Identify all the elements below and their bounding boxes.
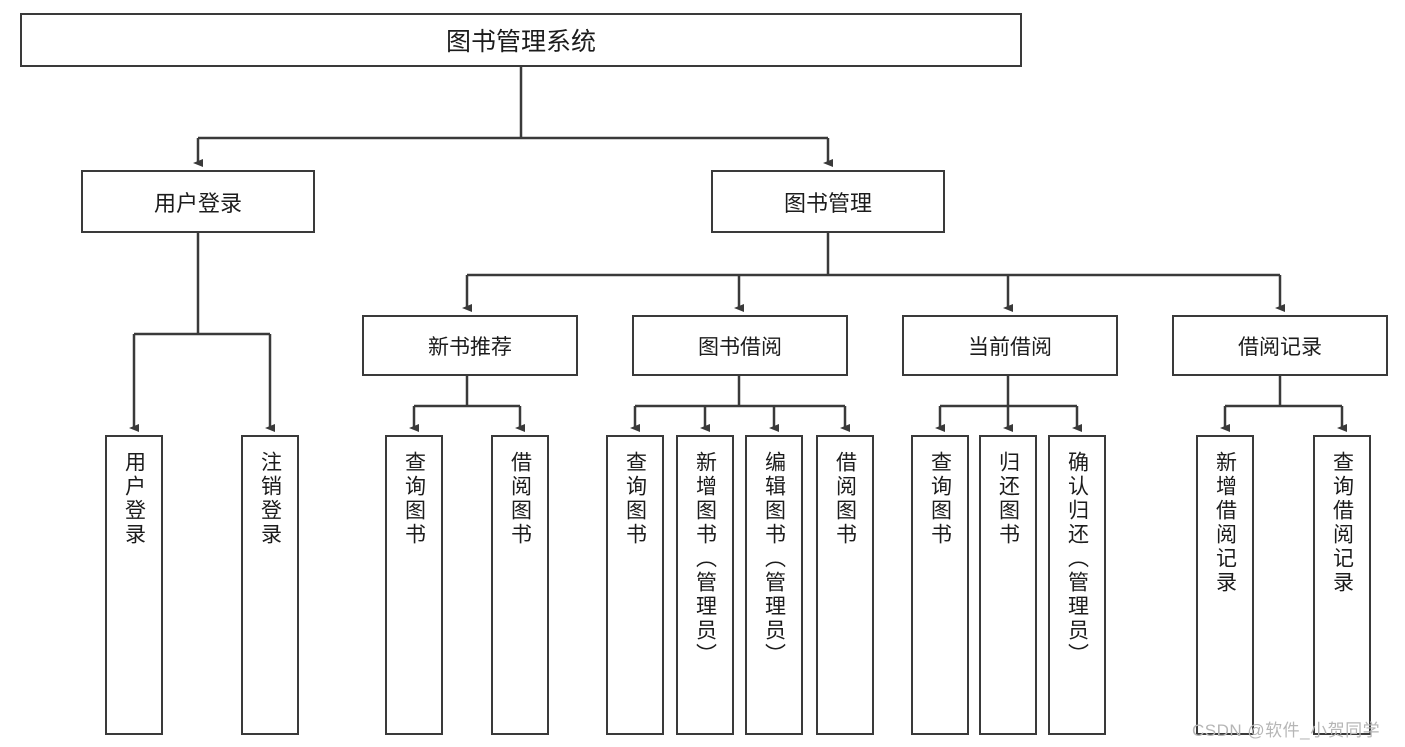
leaf-current-borrow-query[interactable]: 查询图书 (911, 435, 969, 735)
leaf-label: 确认归还（管理员） (1065, 451, 1089, 667)
node-label: 用户登录 (153, 190, 242, 216)
node-user-login[interactable]: 用户登录 (81, 170, 315, 233)
leaf-book-borrow-query[interactable]: 查询图书 (606, 435, 664, 735)
node-current-borrow[interactable]: 当前借阅 (902, 315, 1118, 376)
node-label: 新书推荐 (428, 335, 512, 359)
leaf-new-book-borrow[interactable]: 借阅图书 (491, 435, 549, 735)
leaf-label: 查询图书 (623, 451, 647, 547)
node-book-management[interactable]: 图书管理 (711, 170, 945, 233)
leaf-book-borrow-borrow[interactable]: 借阅图书 (816, 435, 874, 735)
leaf-current-borrow-confirm-return[interactable]: 确认归还（管理员） (1048, 435, 1106, 735)
leaf-label: 新增图书（管理员） (693, 451, 717, 667)
leaf-label: 查询借阅记录 (1330, 451, 1354, 595)
node-label: 图书管理系统 (445, 28, 596, 56)
node-root-system[interactable]: 图书管理系统 (20, 13, 1022, 67)
node-label: 图书借阅 (698, 335, 782, 359)
leaf-label: 借阅图书 (508, 451, 532, 547)
node-label: 借阅记录 (1238, 335, 1322, 359)
leaf-borrow-record-add[interactable]: 新增借阅记录 (1196, 435, 1254, 735)
csdn-watermark: CSDN @软件_小贺同学 (1192, 721, 1381, 740)
leaf-user-login-logout[interactable]: 注销登录 (241, 435, 299, 735)
node-label: 当前借阅 (968, 335, 1052, 359)
leaf-label: 归还图书 (996, 451, 1020, 547)
leaf-borrow-record-query[interactable]: 查询借阅记录 (1313, 435, 1371, 735)
leaf-label: 借阅图书 (833, 451, 857, 547)
node-new-book-recommend[interactable]: 新书推荐 (362, 315, 578, 376)
leaf-new-book-query[interactable]: 查询图书 (385, 435, 443, 735)
leaf-label: 查询图书 (928, 451, 952, 547)
leaf-label: 用户登录 (122, 451, 146, 547)
leaf-user-login-login[interactable]: 用户登录 (105, 435, 163, 735)
leaf-label: 新增借阅记录 (1213, 451, 1237, 595)
leaf-book-borrow-edit[interactable]: 编辑图书（管理员） (745, 435, 803, 735)
node-book-borrow[interactable]: 图书借阅 (632, 315, 848, 376)
node-label: 图书管理 (783, 190, 872, 216)
leaf-label: 注销登录 (258, 451, 282, 547)
leaf-label: 查询图书 (402, 451, 426, 547)
leaf-current-borrow-return[interactable]: 归还图书 (979, 435, 1037, 735)
node-borrow-record[interactable]: 借阅记录 (1172, 315, 1388, 376)
leaf-book-borrow-add[interactable]: 新增图书（管理员） (676, 435, 734, 735)
leaf-label: 编辑图书（管理员） (762, 451, 786, 667)
